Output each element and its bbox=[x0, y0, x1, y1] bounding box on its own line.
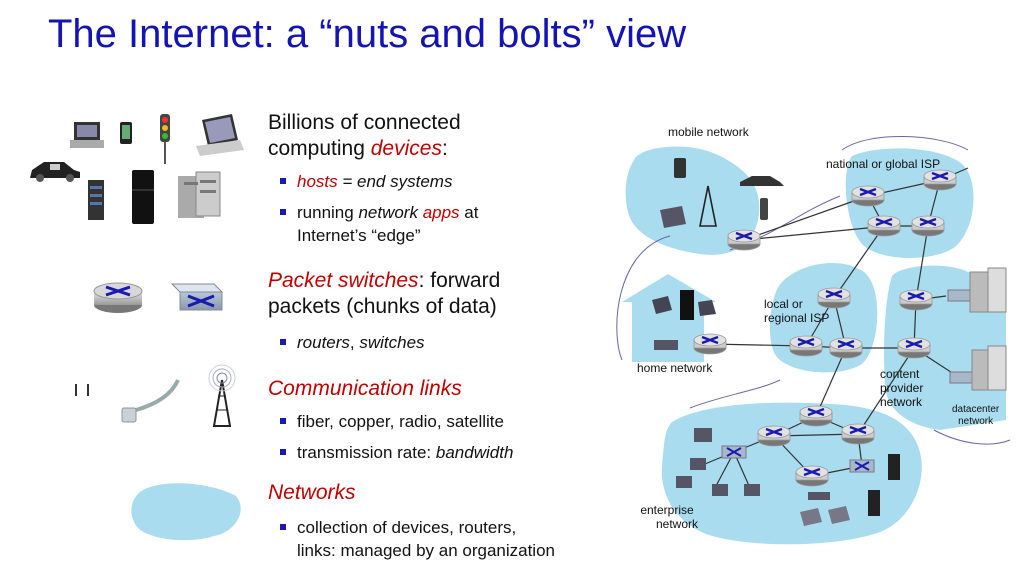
bullet-marker bbox=[280, 339, 286, 345]
routers-sep: , bbox=[349, 333, 360, 352]
desktop-icon bbox=[70, 122, 104, 148]
switches-heading: Packet switches: forward packets (chunks… bbox=[268, 268, 500, 320]
apps-network: network bbox=[358, 203, 423, 222]
car-icon bbox=[30, 162, 80, 182]
label-mobile-network: mobile network bbox=[668, 125, 749, 139]
networks-line2: links: managed by an organization bbox=[297, 541, 555, 560]
label-content-line3: network bbox=[880, 395, 923, 409]
label-regional-isp-line2: regional ISP bbox=[764, 311, 830, 325]
label-content-provider: content provider network bbox=[880, 367, 923, 409]
rate-emphasis: bandwidth bbox=[435, 443, 514, 462]
diagram-routers bbox=[693, 169, 957, 487]
bullet-marker bbox=[280, 209, 286, 215]
bullet-marker bbox=[280, 524, 286, 530]
label-regional-isp-line1: local or bbox=[764, 297, 803, 311]
label-regional-isp: local or regional ISP bbox=[764, 297, 829, 325]
switches-emphasis: Packet switches bbox=[268, 269, 419, 292]
routers-text: routers bbox=[297, 333, 350, 352]
routers-bullet: routers, switches bbox=[280, 331, 425, 354]
devices-heading-line2: computing devices: bbox=[268, 136, 461, 162]
server-icon bbox=[88, 180, 104, 220]
datacenter-servers-icon bbox=[178, 171, 221, 218]
laptop-icon bbox=[196, 114, 244, 156]
label-datacenter-line2: network bbox=[958, 416, 994, 427]
network-cloud-icon bbox=[131, 483, 241, 541]
wireless-router-icon bbox=[75, 384, 89, 396]
devices-post: : bbox=[441, 137, 448, 160]
switches-rest: : forward bbox=[418, 269, 501, 292]
label-enterprise: enterprise network bbox=[636, 503, 698, 531]
apps-bullet: running network apps at Internet’s “edge… bbox=[280, 201, 479, 247]
links-heading: Communication links bbox=[268, 377, 462, 400]
label-datacenter-line1: datacenter bbox=[952, 404, 1000, 415]
devices-emphasis: devices bbox=[370, 137, 442, 160]
apps-pre: running bbox=[297, 203, 359, 222]
links-media-text: fiber, copper, radio, satellite bbox=[297, 412, 504, 431]
apps-emphasis: apps bbox=[422, 203, 460, 222]
rate-pre: transmission rate: bbox=[297, 443, 436, 462]
smartphone-icon bbox=[120, 122, 132, 144]
hosts-rest: = end systems bbox=[337, 172, 453, 191]
bullet-marker bbox=[280, 178, 286, 184]
devices-pre: computing bbox=[268, 137, 371, 160]
links-bullet-rate: transmission rate: bandwidth bbox=[280, 441, 514, 464]
label-content-line1: content bbox=[880, 367, 920, 381]
label-enterprise-line2: network bbox=[656, 517, 699, 531]
label-global-isp: national or global ISP bbox=[826, 157, 941, 171]
fridge-icon bbox=[132, 170, 154, 224]
networks-heading: Networks bbox=[268, 481, 356, 504]
diagram-switches bbox=[721, 289, 973, 473]
networks-bullet: collection of devices, routers, links: m… bbox=[280, 516, 555, 562]
hosts-bullet: hosts = end systems bbox=[280, 170, 453, 193]
label-datacenter: datacenter network bbox=[952, 404, 999, 428]
hosts-emphasis: hosts bbox=[297, 172, 338, 191]
mobile-network-cloud bbox=[625, 146, 760, 255]
diagram-hosts bbox=[652, 158, 1007, 526]
label-enterprise-line1: enterprise bbox=[640, 503, 694, 517]
cell-tower-icon bbox=[208, 364, 236, 427]
label-content-line2: provider bbox=[880, 381, 924, 395]
switches-heading-line1: Packet switches: forward bbox=[268, 268, 500, 294]
apps-rest: at bbox=[459, 203, 479, 222]
page-title: The Internet: a “nuts and bolts” view bbox=[48, 12, 687, 56]
traffic-light-icon bbox=[160, 114, 170, 164]
switch-icon bbox=[170, 283, 224, 311]
devices-heading: Billions of connected computing devices: bbox=[268, 110, 461, 162]
links-bullet-media: fiber, copper, radio, satellite bbox=[280, 410, 504, 433]
switches-heading-line2: packets (chunks of data) bbox=[268, 295, 497, 318]
networks-line1: collection of devices, routers, bbox=[297, 518, 517, 537]
enterprise-network-cloud bbox=[661, 402, 922, 545]
bullet-marker bbox=[280, 449, 286, 455]
apps-line2: Internet’s “edge” bbox=[297, 226, 421, 245]
devices-heading-line1: Billions of connected bbox=[268, 111, 461, 134]
label-home-network: home network bbox=[637, 361, 713, 375]
router-icon bbox=[93, 282, 143, 313]
switches-text: switches bbox=[359, 333, 425, 352]
bullet-marker bbox=[280, 418, 286, 424]
cable-icon bbox=[121, 379, 180, 423]
